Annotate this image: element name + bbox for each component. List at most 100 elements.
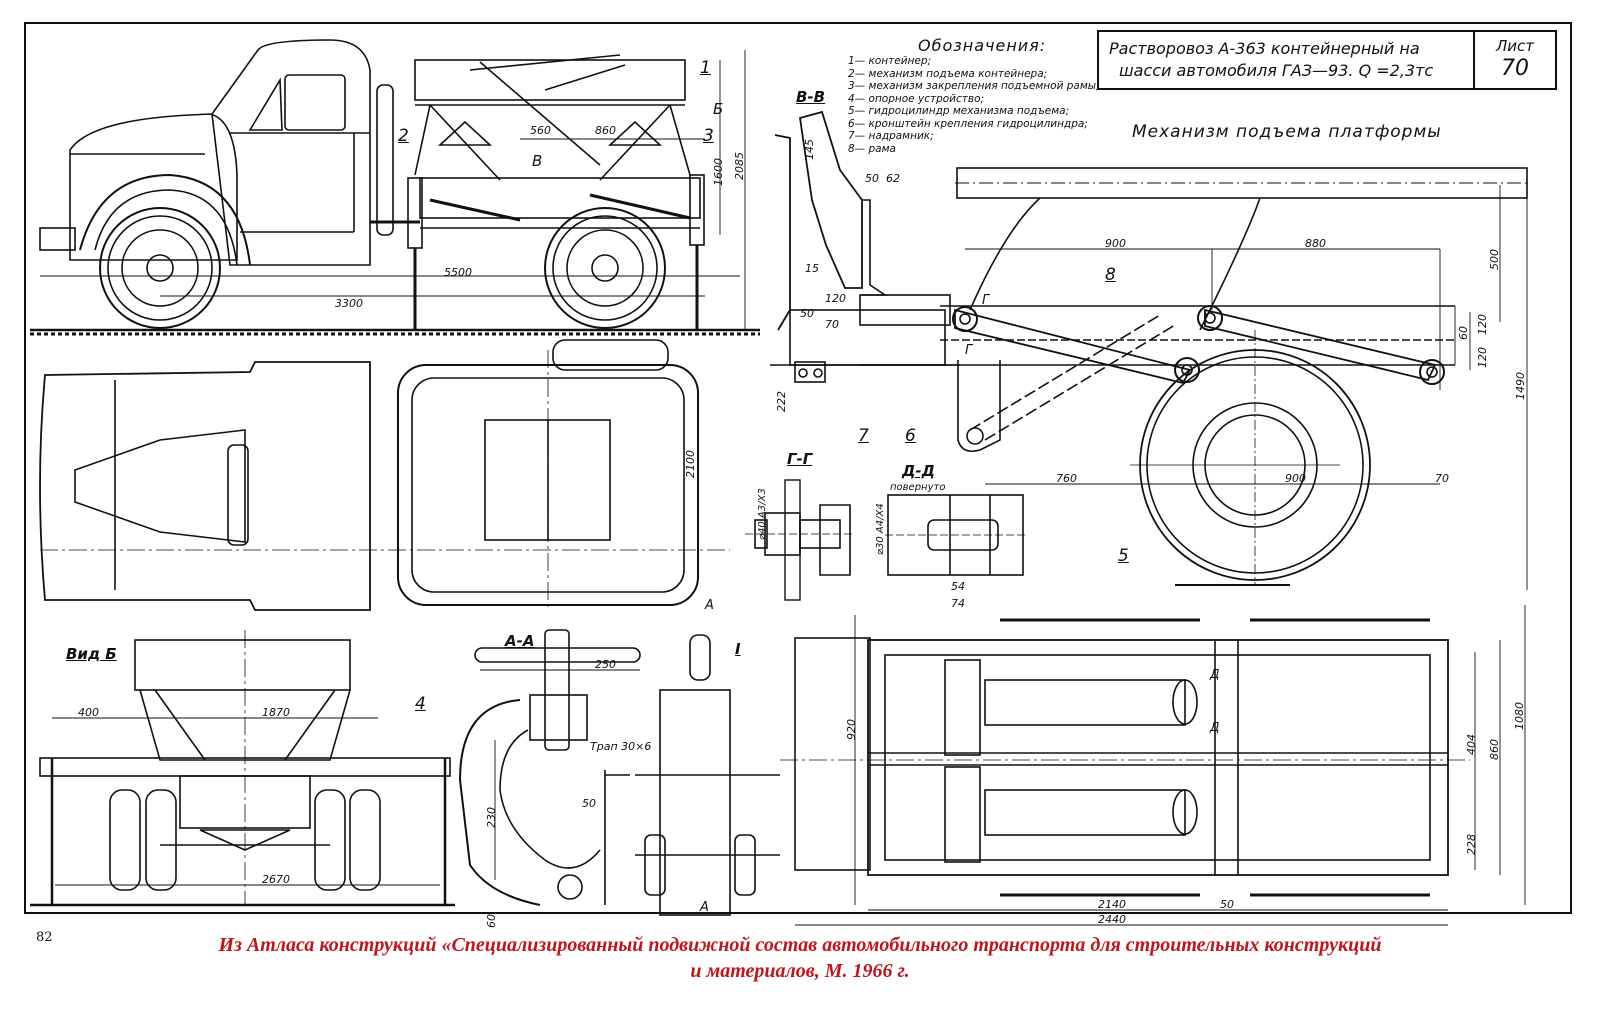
legend-title: Обозначения: [918, 36, 1047, 55]
part-number-3: 3 [703, 126, 714, 146]
section-label-aa: А-А [505, 632, 535, 650]
section-vv [770, 110, 960, 383]
caption-line-1: Из Атласа конструкций «Специализированны… [218, 934, 1382, 956]
title-line-1: Растворовоз А-363 контейнерный на [1109, 39, 1420, 58]
dim-1870: 1870 [262, 706, 290, 719]
legend-item: 8— рама [848, 142, 896, 155]
dim-1490: 1490 [1514, 372, 1527, 400]
part-number-6: 6 [905, 426, 916, 446]
dim-70-mech: 70 [1435, 472, 1449, 485]
drawing-frame [24, 22, 1572, 914]
part-number-8: 8 [1105, 265, 1116, 285]
dim-560: 560 [530, 124, 551, 137]
legend-item: 5— гидроцилиндр механизма подъема; [848, 105, 1070, 117]
section-marker-a-bottom: А [700, 900, 709, 915]
dim-404: 404 [1465, 734, 1478, 755]
dim-2100: 2100 [684, 450, 697, 478]
dim-54: 54 [951, 580, 965, 593]
source-caption: Из Атласа конструкций «Специализированны… [0, 932, 1600, 984]
dim-400: 400 [78, 706, 99, 719]
section-label-gg: Г-Г [787, 450, 813, 468]
dim-120-upper: 120 [1476, 314, 1489, 335]
view-b [30, 630, 455, 907]
sheet-number-box: Лист 70 [1475, 30, 1557, 90]
section-marker-g: Г [982, 293, 990, 308]
view-marker-b: Б [713, 100, 724, 118]
dim-145: 145 [803, 139, 816, 160]
platform-mechanism [860, 167, 1530, 590]
legend-item: 4— опорное устройство; [848, 92, 985, 105]
sheet-label: Лист [1495, 37, 1534, 55]
dim-1600: 1600 [712, 158, 725, 186]
legend-item: 6— кронштейн крепления гидроцилиндра; [848, 117, 1088, 130]
section-gg [745, 479, 855, 601]
dim-860-frame: 860 [1488, 739, 1501, 760]
frame-plan [780, 605, 1526, 926]
part-number-4: 4 [415, 694, 426, 714]
dim-2670: 2670 [262, 873, 290, 886]
dim-120-lower: 120 [1476, 347, 1489, 368]
section-label-vv: В-В [796, 88, 826, 106]
dim-74: 74 [951, 597, 965, 610]
dim-62: 62 [886, 172, 900, 185]
section-marker-v: В [532, 152, 543, 170]
dim-60: 60 [1457, 326, 1470, 340]
dim-880: 880 [1305, 237, 1326, 250]
part-number-7: 7 [858, 426, 869, 446]
legend-item: 2— механизм подъема контейнера; [848, 67, 1048, 80]
section-marker-g-lower: Г [965, 343, 973, 358]
dim-5500: 5500 [444, 266, 472, 279]
mechanism-title: Механизм подъема платформы [1132, 122, 1442, 142]
section-marker-d: Д [1210, 667, 1220, 681]
section-marker-a: А [705, 598, 714, 613]
legend-item: 1— контейнер; [848, 55, 932, 67]
dim-1080: 1080 [1513, 702, 1526, 730]
dim-15: 15 [805, 262, 819, 275]
section-dd-note: повернуто [890, 482, 946, 493]
title-line-2: шасси автомобиля ГАЗ—93. Q =2,3тс [1119, 61, 1434, 80]
part-number-1: 1 [700, 58, 711, 78]
legend: Обозначения: 1— контейнер; 2— механизм п… [848, 36, 1100, 155]
dim-120-vv: 120 [825, 292, 846, 305]
dim-228: 228 [1465, 834, 1478, 855]
dim-222: 222 [775, 391, 788, 412]
caption-line-2: и материалов, М. 1966 г. [690, 960, 910, 982]
dim-50-vv: 50 [865, 172, 879, 185]
side-view-truck [30, 39, 760, 336]
dim-500: 500 [1488, 249, 1501, 270]
sheet-number: 70 [1501, 56, 1529, 81]
dim-860: 860 [595, 124, 616, 137]
view-label-b: Вид Б [66, 645, 117, 663]
dim-50-frame: 50 [1220, 898, 1234, 911]
page-number: 82 [36, 930, 53, 945]
part-number-5: 5 [1118, 546, 1129, 566]
dim-dia40: ⌀40 А3/Х3 [757, 488, 768, 540]
section-aa [458, 629, 641, 906]
section-label-dd: Д-Д [902, 462, 935, 480]
part-number-2: 2 [398, 126, 409, 146]
dim-2140: 2140 [1098, 898, 1126, 911]
dim-50b-vv: 50 [800, 307, 814, 320]
dim-2440: 2440 [1098, 913, 1126, 926]
legend-item: 3— механизм закрепления подъемной рамы; [848, 80, 1100, 92]
title-block: Растворовоз А-363 контейнерный на шасси … [1097, 30, 1475, 90]
plan-view [39, 339, 730, 611]
dim-2085: 2085 [733, 152, 746, 180]
section-dd [885, 494, 1025, 576]
detail-i [635, 634, 780, 916]
dim-70-vv: 70 [825, 318, 839, 331]
detail-label-i: I [735, 640, 741, 658]
dim-760: 760 [1056, 472, 1077, 485]
dim-dia30: ⌀30 А4/Х4 [875, 503, 886, 555]
dim-900-top: 900 [1105, 237, 1126, 250]
dim-3300: 3300 [335, 297, 363, 310]
dim-60-aa: 60 [485, 914, 498, 928]
dim-230: 230 [485, 807, 498, 828]
dim-250: 250 [595, 658, 616, 671]
dim-920: 920 [845, 719, 858, 740]
legend-item: 7— надрамник; [848, 130, 934, 142]
dim-900-bottom: 900 [1285, 472, 1306, 485]
section-marker-d-lower: Д [1210, 720, 1220, 734]
dim-thread: Трап 30×6 [590, 740, 652, 753]
